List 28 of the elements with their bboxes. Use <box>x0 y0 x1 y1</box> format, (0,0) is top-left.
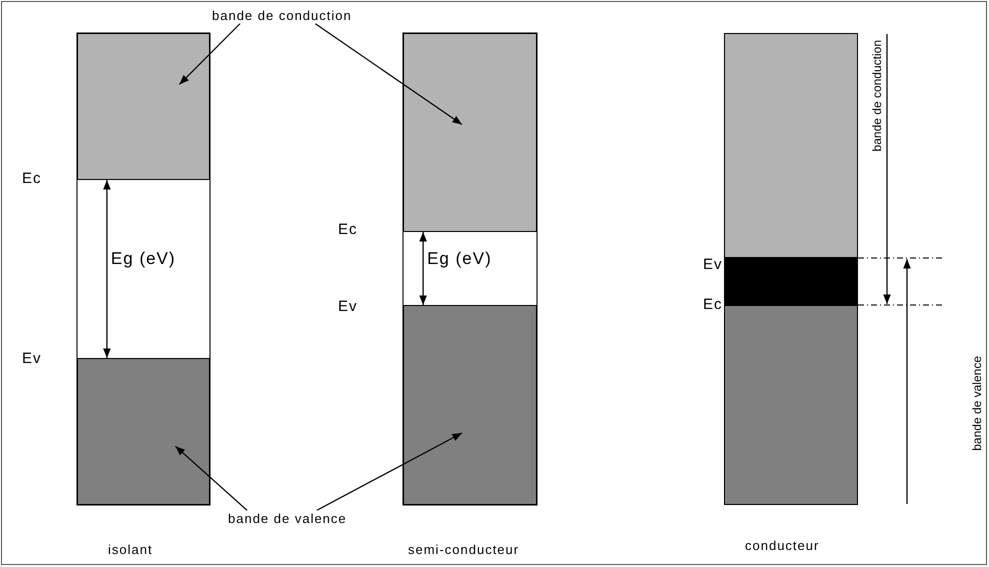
energy-level-label: Ev <box>703 256 723 273</box>
leader-arrow <box>178 23 240 85</box>
edge-label: Eg (eV) <box>110 249 176 269</box>
conduction-band <box>724 33 858 258</box>
energy-level-label: Ec <box>22 170 42 187</box>
leader-arrow <box>315 23 462 126</box>
dimension-arrow <box>419 232 427 305</box>
leader-arrow <box>175 446 248 511</box>
valence-band <box>77 358 210 505</box>
material-label: isolant <box>108 542 153 557</box>
valence-band <box>724 305 858 505</box>
band-label: bande de conduction <box>212 8 352 23</box>
energy-level-label: Ev <box>22 350 42 367</box>
energy-level-label: Ev <box>338 298 358 315</box>
material-label: semi-conducteur <box>408 542 520 557</box>
band-overlap <box>724 258 858 305</box>
band-label: bande de valence <box>970 356 984 451</box>
conduction-band <box>403 33 537 232</box>
energy-level-label: Ec <box>338 221 358 238</box>
band-label: bande de valence <box>228 511 347 526</box>
material-label: conducteur <box>745 538 820 553</box>
valence-band <box>403 305 537 505</box>
band-label: bande de conduction <box>870 40 884 152</box>
conduction-band <box>77 33 210 180</box>
leader-arrow <box>316 432 462 511</box>
energy-level-label: Ec <box>703 296 723 313</box>
dimension-arrow <box>103 180 111 358</box>
edge-label: Eg (eV) <box>427 248 492 268</box>
